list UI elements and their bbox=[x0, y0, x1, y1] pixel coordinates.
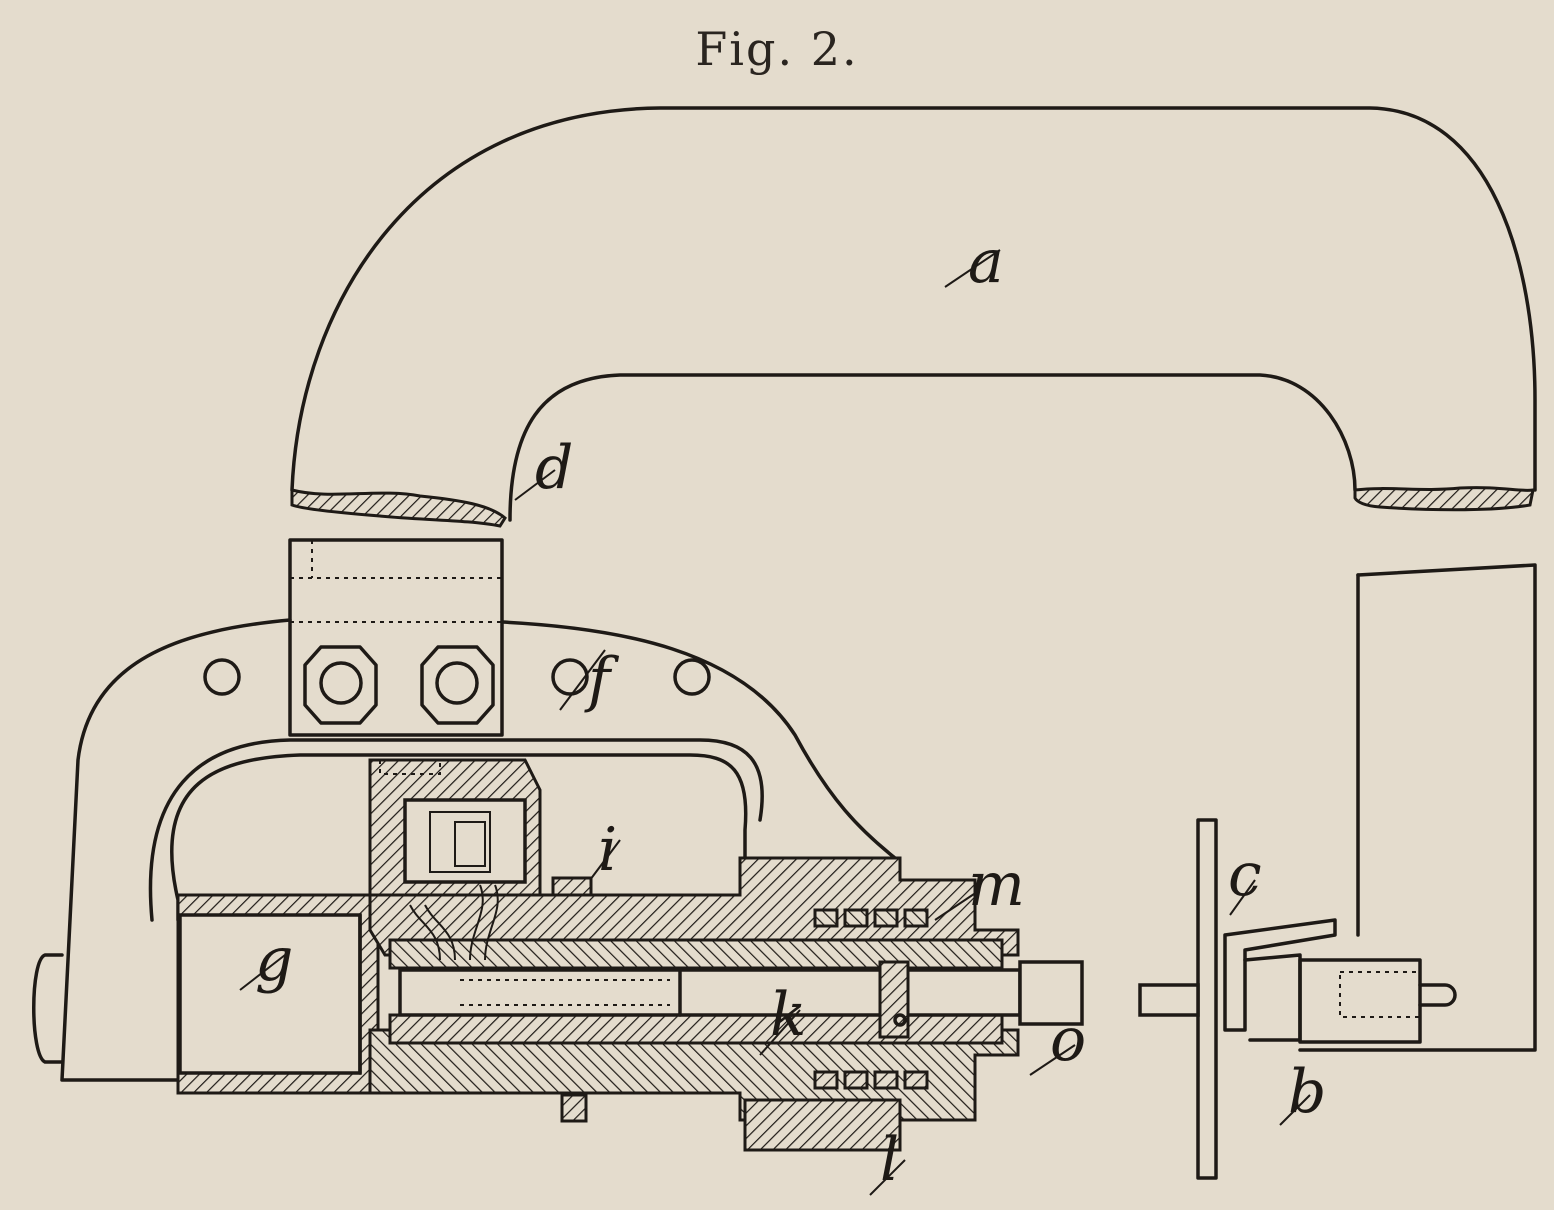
bracket-hole-1 bbox=[203, 658, 241, 696]
label-k: k bbox=[770, 980, 806, 1050]
spring-lower bbox=[813, 1070, 929, 1090]
frame-a-section-left bbox=[290, 488, 507, 528]
label-l: l bbox=[880, 1125, 899, 1195]
piston-k bbox=[398, 968, 1022, 1017]
label-d: d bbox=[535, 433, 573, 503]
bracket-hole-3 bbox=[673, 658, 711, 696]
ring-l bbox=[743, 1098, 902, 1152]
label-i: i bbox=[598, 815, 617, 885]
barrel-lower bbox=[368, 1028, 1020, 1122]
nut-left bbox=[303, 645, 378, 725]
rivet-pin bbox=[1138, 983, 1200, 1017]
label-a: a bbox=[968, 227, 1004, 297]
clamp-block bbox=[288, 538, 504, 737]
barrel-upper bbox=[368, 856, 1020, 957]
sleeve-k bbox=[388, 938, 1004, 970]
label-b: b bbox=[1288, 1057, 1326, 1127]
spring-upper bbox=[813, 908, 929, 928]
leader-lines bbox=[239, 249, 1311, 1196]
end-bolt bbox=[32, 953, 64, 1064]
figure-title: Fig. 2. bbox=[695, 22, 859, 76]
bracket-hole-2 bbox=[551, 658, 589, 696]
rivet-head-o bbox=[1018, 960, 1084, 1026]
label-c: c bbox=[1228, 840, 1262, 910]
frame-a-section-right bbox=[1353, 486, 1535, 512]
label-m: m bbox=[968, 850, 1025, 920]
label-g: g bbox=[255, 925, 293, 995]
label-f: f bbox=[584, 645, 620, 715]
label-o: o bbox=[1050, 1005, 1086, 1075]
frame-a-inner bbox=[508, 373, 1357, 522]
frame-a-leg bbox=[1298, 563, 1537, 1052]
holder-b bbox=[1223, 918, 1337, 1032]
frame-a bbox=[290, 106, 1537, 492]
nut-right bbox=[420, 645, 495, 725]
plate-c bbox=[1196, 818, 1218, 1180]
bracket-f bbox=[60, 618, 292, 1082]
